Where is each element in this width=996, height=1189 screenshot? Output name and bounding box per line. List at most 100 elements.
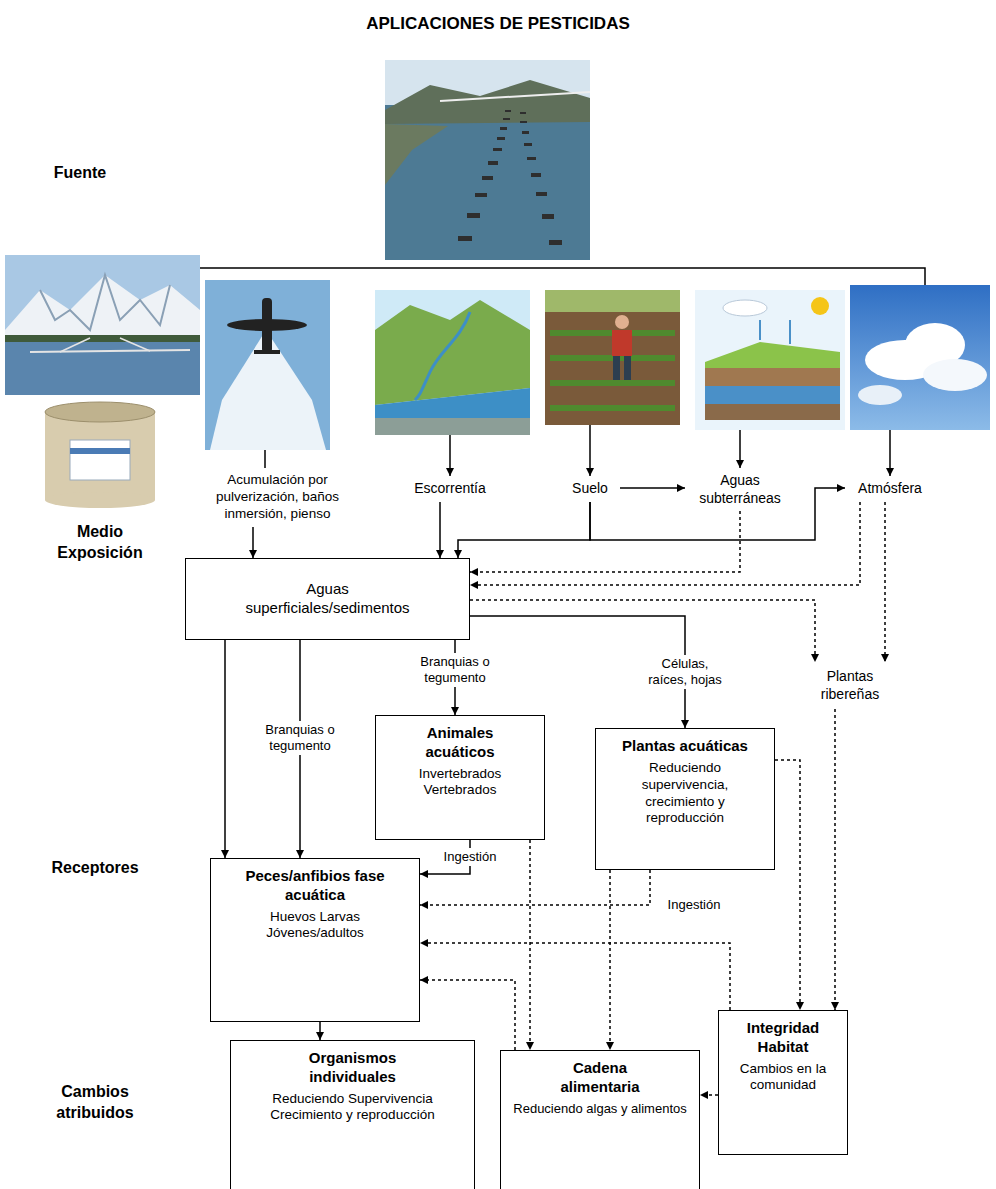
connector: [620, 487, 685, 489]
photo-land: [375, 300, 530, 405]
dotted-connector: [834, 709, 836, 1010]
row-label: Fuente: [20, 163, 140, 184]
node-title: Atmósfera: [858, 480, 922, 498]
bucket-stripe: [70, 448, 130, 454]
source-line: [200, 268, 925, 285]
dotted-connector: [609, 870, 611, 1050]
process-box: Animales acuáticosInvertebrados Vertebra…: [375, 715, 545, 840]
bucket-base: [45, 492, 155, 508]
row-label: Medio Exposición: [45, 522, 155, 564]
source-arrow: [449, 435, 451, 476]
dotted-connector: [470, 511, 740, 572]
photo-sun: [811, 297, 829, 315]
edge-label: Branquias o tegumento: [255, 721, 345, 756]
process-box: Peces/anfibios fase acuáticaHuevos Larva…: [210, 858, 420, 1022]
process-box: Aguas superficiales/sedimentos: [185, 558, 470, 640]
node-title: Cadena alimentaria: [545, 1059, 655, 1097]
process-box: Integridad HabitatCambios en la comunida…: [718, 1010, 848, 1155]
farmer-photo: [545, 290, 680, 425]
row-label: Receptores: [30, 858, 160, 879]
node-title: Peces/anfibios fase acuática: [245, 867, 385, 905]
ground-surface: [705, 342, 840, 368]
photo-water: [5, 342, 200, 395]
process-box: Plantas acuáticasReduciendo supervivenci…: [595, 728, 775, 870]
photo-sky: [205, 280, 330, 450]
node-title: Plantas acuáticas: [622, 737, 748, 756]
bucket-label: [70, 440, 130, 480]
photo-background: [545, 290, 680, 312]
dotted-connector: [700, 1094, 718, 1096]
photo-shore: [5, 335, 200, 342]
bucket-photo: [45, 402, 155, 508]
node-title: Plantas ribereñas: [807, 668, 893, 703]
farmer-leg: [613, 356, 620, 380]
dotted-connector: [470, 600, 815, 662]
bucket-body: [45, 412, 155, 500]
text-node: Plantas ribereñas: [805, 662, 895, 709]
text-node: Escorrentía: [405, 476, 495, 502]
farmer-leg: [624, 356, 631, 380]
node-body: Cambios en la comunidad: [733, 1061, 833, 1095]
dotted-connector: [775, 760, 800, 1010]
dotted-connector: [420, 870, 650, 905]
photo-net: [60, 338, 90, 352]
photo-cloud: [858, 385, 902, 405]
runoff-photo: [375, 290, 530, 435]
node-body: Invertebrados Vertebrados: [410, 766, 510, 800]
text-node: Atmósfera: [845, 476, 935, 502]
node-title: Aguas superficiales/sedimentos: [228, 580, 428, 618]
photo-sky: [695, 290, 845, 430]
connector: [224, 640, 226, 858]
bucket-lid: [45, 402, 155, 422]
photo-sky: [850, 285, 990, 430]
photo-cloud: [923, 359, 987, 391]
connector: [439, 502, 441, 558]
source-line: [264, 450, 266, 468]
source-arrow: [889, 430, 891, 476]
node-body: Huevos Larvas Jóvenes/adultos: [260, 909, 370, 943]
connector: [319, 1022, 321, 1040]
farmer-body: [612, 330, 632, 356]
node-title: Aguas subterráneas: [687, 472, 793, 507]
rain-line: [759, 320, 761, 340]
groundwater-photo: [695, 290, 845, 430]
plane-tail: [254, 350, 280, 354]
edge-label: Branquias o tegumento: [410, 653, 500, 688]
dotted-connector: [884, 502, 886, 662]
photo-sky: [375, 290, 530, 435]
dotted-connector: [470, 502, 860, 585]
sky-photo: [850, 285, 990, 430]
photo-water: [385, 60, 590, 260]
text-node: Acumulación por pulverización, baños inm…: [205, 468, 350, 527]
edge-label: Ingestión: [661, 896, 727, 914]
plane-body: [262, 298, 272, 353]
photo-rafts: [458, 110, 562, 245]
photo-sky: [5, 255, 200, 395]
row-label: Cambios atribuidos: [40, 1082, 150, 1124]
photo-hills: [385, 80, 590, 124]
photo-cloud: [723, 300, 767, 316]
edge-label: Células, raíces, hojas: [640, 655, 730, 690]
process-box: Organismos individualesReduciendo Superv…: [230, 1040, 475, 1189]
node-body: Reduciendo Supervivencia Crecimiento y r…: [253, 1091, 453, 1125]
node-title: Animales acuáticos: [405, 724, 515, 762]
photo-sea: [375, 388, 530, 435]
node-body: Reduciendo algas y alimentos: [513, 1101, 686, 1117]
dotted-connector: [529, 840, 531, 1050]
mountain-photo: [5, 255, 200, 395]
ground-layer: [705, 368, 840, 386]
aquifer-layer: [705, 386, 840, 404]
node-body: Reduciendo supervivencia, crecimiento y …: [630, 760, 740, 828]
connector: [252, 527, 254, 558]
node-title: Acumulación por pulverización, baños inm…: [207, 472, 348, 523]
node-title: Suelo: [572, 480, 608, 498]
node-title: Integridad Habitat: [725, 1019, 841, 1057]
photo-river: [415, 312, 470, 400]
photo-net: [30, 350, 190, 352]
photo-bridge: [440, 92, 590, 101]
ground-layer: [705, 404, 840, 420]
text-node: Aguas subterráneas: [685, 468, 795, 511]
ria-photo: [385, 60, 590, 260]
node-title: Organismos individuales: [288, 1049, 418, 1087]
